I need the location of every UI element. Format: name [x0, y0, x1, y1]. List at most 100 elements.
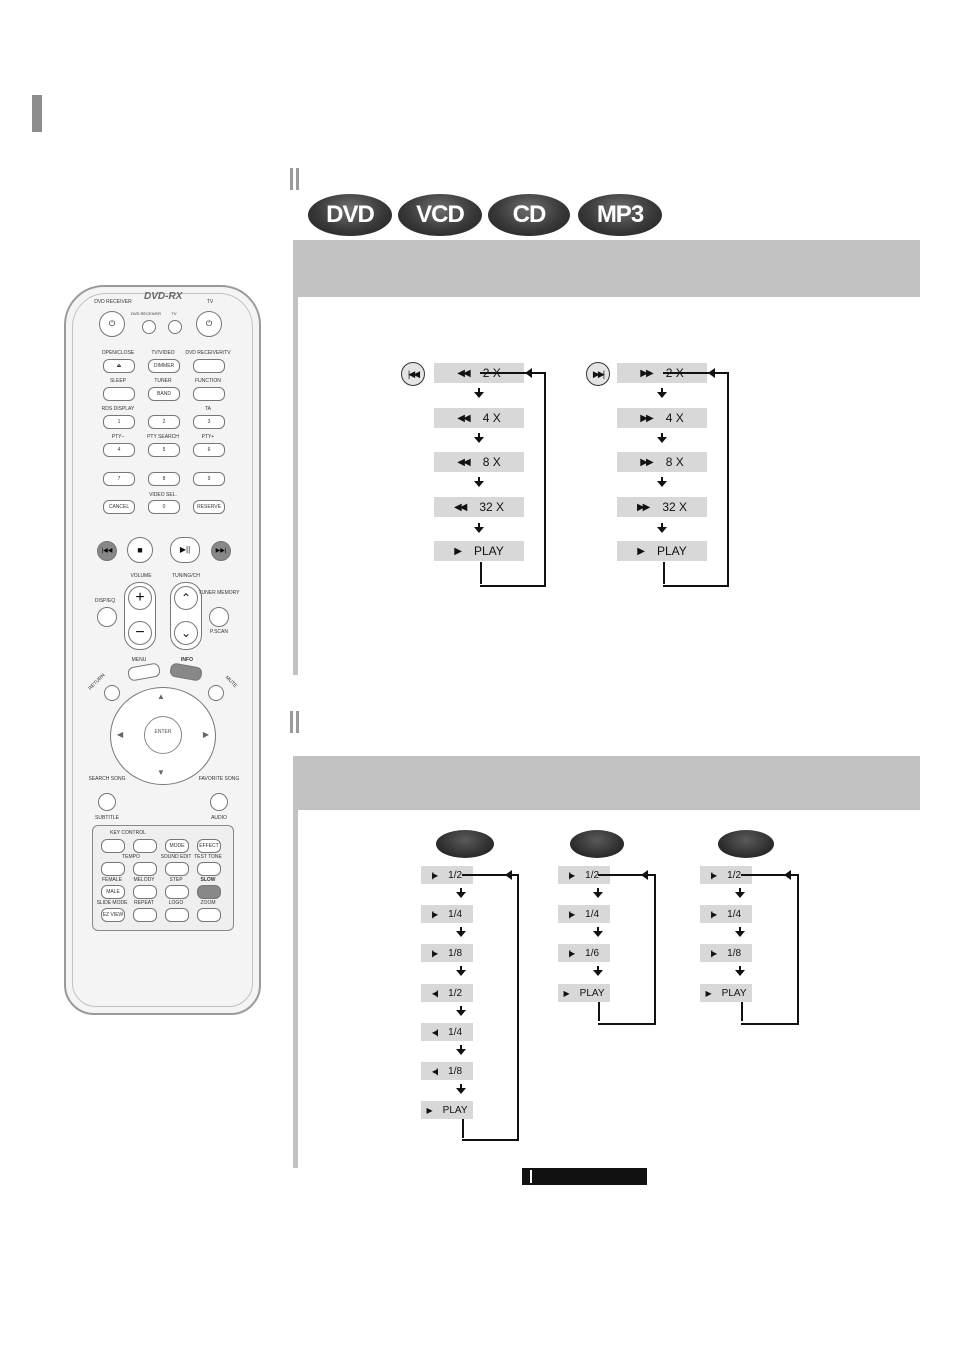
- label-tuning-ch: TUNING/CH: [172, 573, 200, 579]
- digit-3-button[interactable]: 3: [193, 415, 225, 429]
- digit-0-button[interactable]: 0: [148, 500, 180, 514]
- band-button[interactable]: BAND: [148, 387, 180, 401]
- disp-eq-button[interactable]: [97, 607, 117, 627]
- tempo-down-button[interactable]: [101, 862, 125, 876]
- rev-step-2: ◀◀4 X: [434, 408, 524, 428]
- stop-button[interactable]: ■: [127, 537, 153, 563]
- digit-1-button[interactable]: 1: [103, 415, 135, 429]
- tempo-up-button[interactable]: [133, 862, 157, 876]
- male-button[interactable]: MALE: [101, 885, 125, 899]
- fwd-step-4: ▶▶32 X: [617, 497, 707, 517]
- skip-forward-button[interactable]: ▶▶|: [211, 541, 231, 561]
- label-tuner-memory: TUNER MEMORY: [198, 590, 240, 596]
- digit-8-button[interactable]: 8: [148, 472, 180, 486]
- arrow-down-icon: [456, 927, 466, 937]
- skip-back-button[interactable]: |◀◀: [97, 541, 117, 561]
- digit-4-button[interactable]: 4: [103, 443, 135, 457]
- search-song-button[interactable]: [98, 793, 116, 811]
- label-pscan: P.SCAN: [210, 629, 228, 635]
- digit-7-button[interactable]: 7: [103, 472, 135, 486]
- label-menu: MENU: [131, 657, 147, 663]
- label-tv-video: TV/VIDEO: [151, 350, 175, 356]
- ez-view-button[interactable]: EZ VIEW: [101, 908, 125, 922]
- cancel-button[interactable]: CANCEL: [103, 500, 135, 514]
- reserve-button[interactable]: RESERVE: [193, 500, 225, 514]
- disc-oval-3: [718, 830, 774, 858]
- digit-2-button[interactable]: 2: [148, 415, 180, 429]
- volume-down-icon[interactable]: −: [128, 621, 152, 645]
- effect-button[interactable]: EFFECT: [197, 839, 221, 853]
- fwd-loop-arrowhead: [708, 368, 715, 378]
- favorite-song-button[interactable]: [210, 793, 228, 811]
- fwd-step-play: ▶PLAY: [617, 541, 707, 561]
- arrow-left-icon[interactable]: ◀: [117, 730, 124, 739]
- step-button[interactable]: [165, 885, 189, 899]
- direction-pad[interactable]: ▲ ▼ ◀ ▶ ENTER: [110, 687, 216, 785]
- slow2-step-3: |▶1/6: [558, 944, 610, 962]
- label-disp-eq: DISP/EQ: [94, 598, 116, 604]
- function-button[interactable]: [193, 387, 225, 401]
- open-close-button[interactable]: ⏏: [103, 359, 135, 373]
- sound-edit-button[interactable]: [165, 862, 189, 876]
- chevron-up-icon[interactable]: ⌃: [174, 586, 198, 610]
- enter-button[interactable]: ENTER: [144, 716, 182, 754]
- slow-button[interactable]: [197, 885, 221, 899]
- arrow-down-icon: [474, 523, 484, 533]
- slow1-step-3: |▶1/8: [421, 944, 473, 962]
- slow3-loop-line: [741, 874, 799, 1025]
- arrow-down-icon: [657, 477, 667, 487]
- arrow-down-nav-icon[interactable]: ▼: [157, 768, 165, 777]
- zoom-button[interactable]: [197, 908, 221, 922]
- fwd-loop-stub: [663, 562, 665, 584]
- mute-button[interactable]: [208, 685, 224, 701]
- rev-step-4: ◀◀32 X: [434, 497, 524, 517]
- skip-back-icon: |◀◀: [401, 362, 425, 386]
- tv-power-button[interactable]: ⏻: [196, 311, 222, 337]
- label-test-tone: TEST TONE: [194, 854, 222, 860]
- label-rds-display: RDS DISPLAY: [101, 406, 135, 412]
- slow1-step-1: |▶1/2: [421, 866, 473, 884]
- digit-9-button[interactable]: 9: [193, 472, 225, 486]
- digit-5-button[interactable]: 5: [148, 443, 180, 457]
- arrow-down-icon: [456, 888, 466, 898]
- key-flat-button[interactable]: [101, 839, 125, 853]
- dvd-receiver-tv-button[interactable]: [193, 359, 225, 373]
- volume-rocker[interactable]: + −: [124, 582, 156, 650]
- mode-button[interactable]: MODE: [165, 839, 189, 853]
- repeat-button[interactable]: [133, 908, 157, 922]
- label-open-close: OPEN/CLOSE: [101, 350, 135, 356]
- label-mode-dvd: DVD RECEIVER: [130, 311, 161, 316]
- tuning-rocker[interactable]: ⌃ ⌄: [170, 582, 202, 650]
- dimmer-button[interactable]: DIMMER: [148, 359, 180, 373]
- slow2-step-play: ▶PLAY: [558, 984, 610, 1002]
- play-pause-button[interactable]: ▶||: [170, 537, 200, 563]
- arrow-down-icon: [456, 1045, 466, 1055]
- return-button[interactable]: [104, 685, 120, 701]
- arrow-right-icon[interactable]: ▶: [202, 730, 209, 739]
- test-tone-button[interactable]: [197, 862, 221, 876]
- slow3-loop-arrowhead: [784, 870, 791, 880]
- mode-tv-button[interactable]: [168, 320, 182, 334]
- sleep-button[interactable]: [103, 387, 135, 401]
- arrow-up-icon[interactable]: ▲: [157, 692, 165, 701]
- volume-up-icon[interactable]: +: [128, 586, 152, 610]
- label-slide-mode: SLIDE MODE: [96, 900, 128, 906]
- digit-6-button[interactable]: 6: [193, 443, 225, 457]
- slow3-step-play: ▶PLAY: [700, 984, 752, 1002]
- tuner-memory-button[interactable]: [209, 607, 229, 627]
- slow-section-line: [293, 810, 298, 1168]
- chevron-down-icon[interactable]: ⌄: [174, 621, 198, 645]
- label-volume: VOLUME: [130, 573, 152, 579]
- dvd-power-button[interactable]: ⏻: [99, 311, 125, 337]
- fwd-loop-line: [663, 372, 729, 587]
- mode-dvd-button[interactable]: [142, 320, 156, 334]
- arrow-down-icon: [474, 388, 484, 398]
- label-dvd-receiver-tv: DVD RECEIVER/TV: [185, 350, 231, 356]
- slow1-loop-stub: [462, 1119, 464, 1138]
- label-video-sel: VIDEO SEL.: [149, 492, 177, 498]
- logo-button[interactable]: [165, 908, 189, 922]
- melody-button[interactable]: [133, 885, 157, 899]
- search-section-line: [293, 297, 298, 675]
- slow2-loop-arrowhead: [641, 870, 648, 880]
- key-sharp-button[interactable]: [133, 839, 157, 853]
